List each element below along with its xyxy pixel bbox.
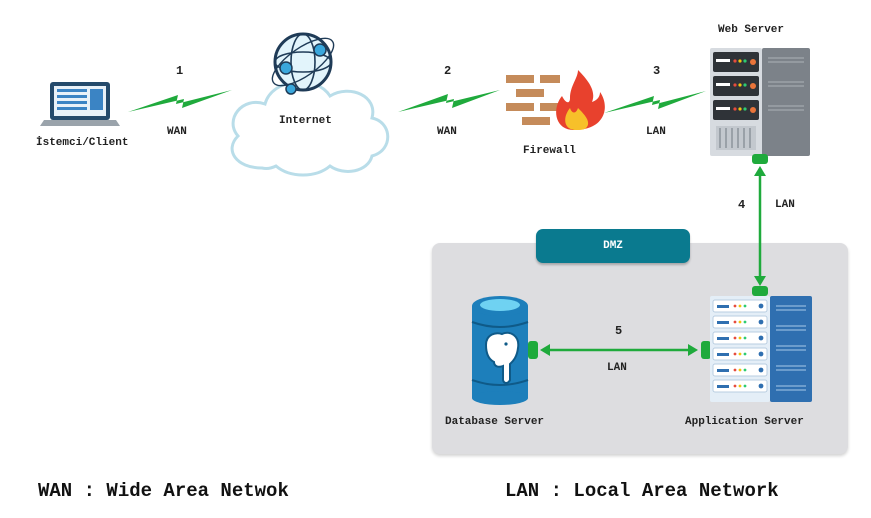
link-5-step: 5 <box>615 324 623 338</box>
link-5-type: LAN <box>607 362 627 374</box>
database-server-label: Database Server <box>445 416 545 428</box>
web-server-label: Web Server <box>718 24 785 36</box>
link-2-step: 2 <box>444 64 452 78</box>
globe-icon <box>271 32 335 95</box>
application-server-icon <box>701 286 812 402</box>
cloud-icon <box>230 80 390 177</box>
link-1-type: WAN <box>167 126 187 138</box>
dmz-label: DMZ <box>536 229 690 263</box>
laptop-icon <box>40 82 120 126</box>
application-server-label: Application Server <box>685 416 804 428</box>
link-1-step: 1 <box>176 64 184 78</box>
link-3-type: LAN <box>646 126 666 138</box>
firewall-label: Firewall <box>523 145 576 157</box>
wan-legend: WAN : Wide Area Netwok <box>38 480 289 502</box>
link-3-step: 3 <box>653 64 661 78</box>
postgresql-elephant-icon <box>484 331 520 384</box>
lan-legend: LAN : Local Area Network <box>505 480 779 502</box>
database-icon <box>471 296 538 405</box>
firewall-icon <box>506 70 605 130</box>
internet-label: Internet <box>279 115 332 127</box>
link-4-step: 4 <box>738 198 746 212</box>
server-rack-icon <box>710 48 810 164</box>
client-label: İstemci/Client <box>36 137 129 149</box>
link-2-type: WAN <box>437 126 457 138</box>
wan-link-2-bolt <box>398 90 500 112</box>
lan-link-5-arrow <box>540 344 698 356</box>
wan-link-1-bolt <box>128 90 232 112</box>
lan-link-4-arrow <box>754 166 766 286</box>
link-4-type: LAN <box>775 199 795 211</box>
lan-link-3-bolt <box>604 91 706 113</box>
